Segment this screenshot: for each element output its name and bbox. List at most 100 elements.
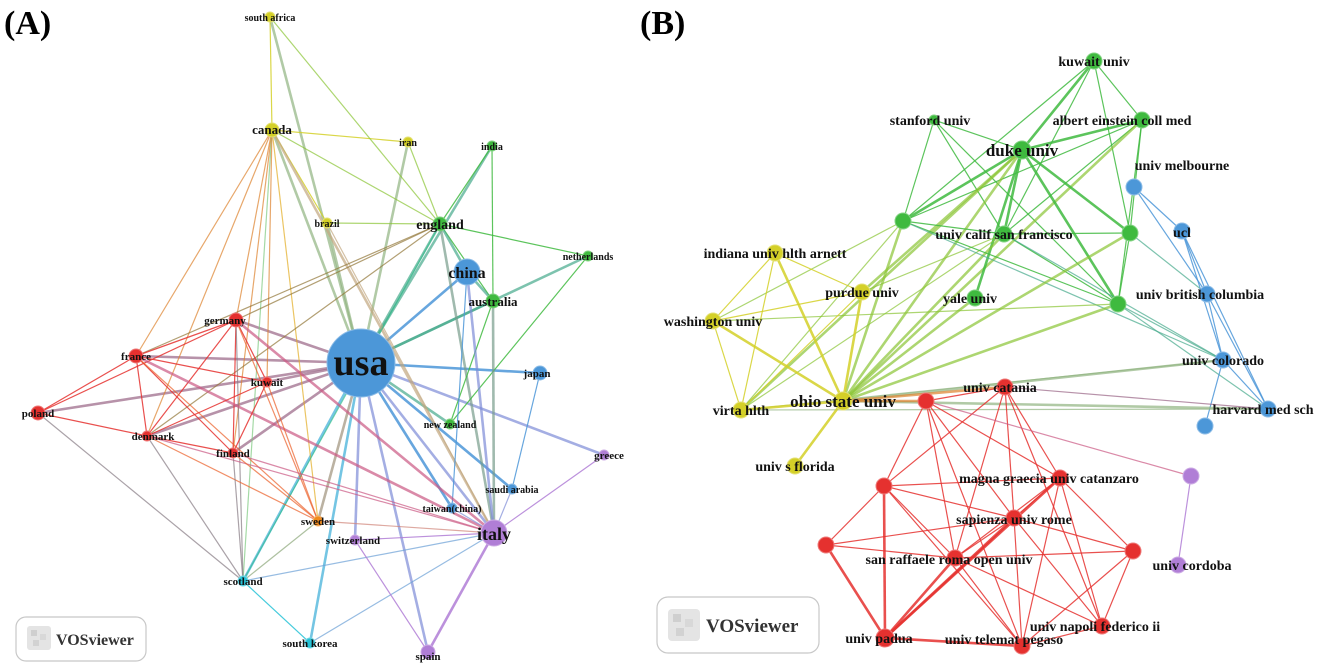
node-pegaso[interactable] — [1013, 637, 1031, 655]
link-kuwait-sweden — [266, 381, 319, 522]
node-label-kuwait: kuwait — [251, 377, 284, 389]
node-r-right[interactable] — [1124, 542, 1142, 560]
node-kuwait[interactable] — [261, 376, 273, 388]
node-yale[interactable] — [966, 289, 984, 307]
node-r-left[interactable] — [875, 477, 893, 495]
node-cordoba[interactable] — [1169, 556, 1187, 574]
node-label-spain: spain — [415, 651, 440, 663]
node-china[interactable] — [453, 258, 481, 286]
node-catania[interactable] — [996, 378, 1014, 396]
link-sapienza-r_right — [1013, 517, 1134, 552]
link-finland-sweden — [232, 452, 319, 522]
node-magna[interactable] — [1051, 469, 1069, 487]
node-ubc[interactable] — [1198, 285, 1216, 303]
node-usa[interactable] — [326, 328, 396, 398]
link-italy-greece — [493, 454, 605, 534]
node-harvard[interactable] — [1259, 400, 1277, 418]
node-poland[interactable] — [30, 405, 46, 421]
node-duke[interactable] — [1012, 140, 1032, 160]
node-denmark[interactable] — [141, 430, 153, 442]
node-italy[interactable] — [480, 519, 508, 547]
node-g-left[interactable] — [894, 212, 912, 230]
node-ucl[interactable] — [1173, 222, 1191, 240]
node-sweden[interactable] — [312, 515, 324, 527]
node-finland[interactable] — [227, 447, 239, 459]
node-france[interactable] — [128, 348, 144, 364]
node-spain[interactable] — [420, 644, 436, 660]
node-ucsf[interactable] — [995, 225, 1013, 243]
link-france-kuwait — [135, 355, 268, 383]
node-japan[interactable] — [532, 365, 548, 381]
panel-a-links — [37, 16, 605, 653]
link-ubc-colorado — [1206, 293, 1224, 361]
node-greece[interactable] — [598, 449, 610, 461]
node-indiana[interactable] — [766, 244, 784, 262]
node-england[interactable] — [432, 216, 448, 232]
node-label-ucsf: univ calif san francisco — [935, 228, 1072, 243]
node-germany[interactable] — [228, 312, 244, 328]
link-usa-italy — [359, 362, 496, 534]
node-iran[interactable] — [402, 136, 414, 148]
node-g-right[interactable] — [1121, 224, 1139, 242]
node-brazil[interactable] — [321, 217, 333, 229]
node-label-poland: poland — [22, 408, 54, 420]
link-albert-ubc_green — [1117, 119, 1143, 305]
link-france-italy — [135, 354, 495, 535]
vosviewer-brand-text: VOSviewer — [56, 632, 134, 649]
node-south-korea[interactable] — [304, 637, 316, 649]
link-canada-finland — [232, 129, 273, 454]
link-usa-spain — [359, 362, 430, 653]
link-netherlands-new_zealand — [449, 255, 589, 425]
link-albert-duke — [1021, 118, 1143, 152]
node-netherlands[interactable] — [582, 250, 594, 262]
link-stanford-ucsf — [933, 119, 1005, 235]
node-p-top[interactable] — [1182, 467, 1200, 485]
link-r_farleft-padua — [824, 544, 887, 639]
node-colorado[interactable] — [1214, 351, 1232, 369]
node-label-italy: italy — [477, 524, 511, 544]
node-washington[interactable] — [704, 312, 722, 330]
link-south_africa-england — [269, 16, 441, 225]
node-canada[interactable] — [264, 122, 280, 138]
node-label-purdue: purdue univ — [825, 286, 899, 301]
link-g_left-virta — [740, 220, 904, 411]
link-sanraffaele-pegaso — [954, 557, 1023, 647]
node-kuwait-univ[interactable] — [1085, 52, 1103, 70]
link-usa-canada — [270, 129, 363, 364]
node-saudi-arabia[interactable] — [506, 483, 518, 495]
node-sapienza[interactable] — [1005, 509, 1023, 527]
node-napoli[interactable] — [1093, 617, 1111, 635]
node-ubc-green[interactable] — [1109, 295, 1127, 313]
link-usa-denmark — [146, 361, 362, 438]
node-r-farleft[interactable] — [817, 536, 835, 554]
node-r-topleft[interactable] — [917, 392, 935, 410]
node-new-zealand[interactable] — [444, 418, 456, 430]
link-indiana-virta — [740, 252, 776, 411]
node-padua[interactable] — [875, 628, 895, 648]
link-ubc_green-colorado — [1117, 303, 1224, 361]
node-usf[interactable] — [786, 457, 804, 475]
node-taiwan[interactable] — [446, 502, 458, 514]
node-south-africa[interactable] — [264, 11, 276, 23]
node-sanraffaele[interactable] — [946, 549, 964, 567]
link-usa-south_korea — [308, 362, 363, 644]
node-australia[interactable] — [485, 293, 501, 309]
link-g_right-ubc_green — [1117, 232, 1131, 305]
node-india[interactable] — [486, 140, 498, 152]
link-brazil-italy — [326, 222, 495, 534]
link-padua-pegaso — [884, 636, 1023, 648]
node-label-indiana: indiana univ hlth arnett — [704, 247, 847, 262]
node-purdue[interactable] — [853, 283, 871, 301]
node-b-low[interactable] — [1196, 417, 1214, 435]
node-label-duke: duke univ — [986, 141, 1059, 160]
link-england-france — [135, 223, 441, 357]
node-ohio[interactable] — [833, 391, 853, 411]
link-kuwait-finland — [232, 381, 268, 454]
link-duke-ucsf — [1002, 149, 1024, 235]
node-scotland[interactable] — [237, 575, 249, 587]
node-virta[interactable] — [732, 401, 750, 419]
node-melbourne[interactable] — [1125, 178, 1143, 196]
node-stanford[interactable] — [928, 114, 940, 126]
node-switzerland[interactable] — [349, 534, 361, 546]
node-albert[interactable] — [1133, 111, 1151, 129]
